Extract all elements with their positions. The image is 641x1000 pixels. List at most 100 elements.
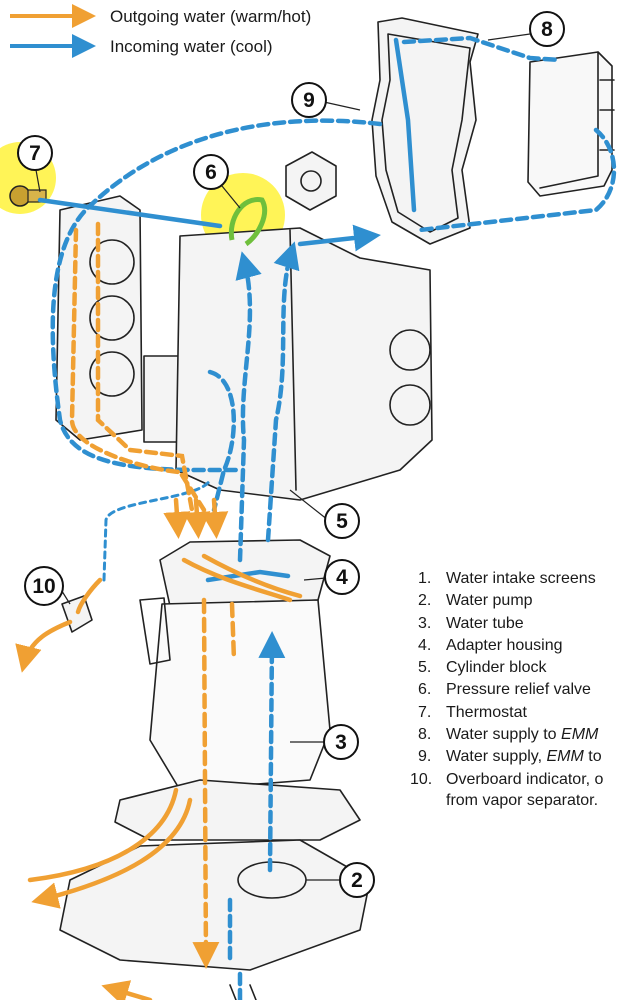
legend-outgoing-label: Outgoing water (warm/hot) [110, 7, 311, 26]
part-text-after: to [583, 748, 602, 766]
leader-7 [35, 169, 41, 193]
part-item-2: 2. Water pump [410, 590, 641, 612]
callout-9-label: 9 [303, 89, 315, 112]
callout-9: 9 [291, 82, 327, 118]
part-text-emphasis: EMM [561, 726, 599, 744]
outgoing-adapter-1 [181, 557, 293, 603]
outgoing-head-left [95, 221, 195, 513]
part-text-emphasis: EMM [546, 748, 584, 766]
midsection [149, 599, 331, 791]
part-text-main: Water supply to [446, 726, 562, 744]
part-item-5: 5. Cylinder block [410, 657, 641, 679]
part-number: 2. [418, 592, 432, 610]
part-number: 10. [410, 770, 433, 788]
block-port-upper [389, 329, 431, 371]
leader-6 [221, 185, 241, 209]
legend-incoming-label: Incoming water (cool) [110, 37, 273, 56]
part-item-1: 1. Water intake screens [410, 568, 641, 590]
callout-8-label: 8 [541, 18, 553, 41]
incoming-water-tube [258, 631, 286, 873]
cylinder-bore-3 [89, 351, 135, 397]
part-text: Water intake screens [446, 570, 596, 587]
incoming-emm-cover [393, 37, 417, 213]
engine-illustration [55, 17, 615, 1000]
leader-8 [487, 33, 531, 41]
outgoing-drop-1 [163, 497, 191, 539]
callout-4: 4 [324, 559, 360, 595]
midsection-bracket [139, 597, 171, 665]
callout-6: 6 [193, 154, 229, 190]
part-item-8: 8.Water supply to EMM [410, 724, 641, 746]
outgoing-midsection-center [192, 597, 220, 969]
part-number: 7. [418, 703, 432, 721]
parts-list: 1.Water intake screens 2.Water pump 3.Wa… [410, 568, 641, 811]
outgoing-drop-3 [201, 497, 229, 539]
incoming-coil-line [207, 369, 237, 513]
outgoing-exhaust-1 [31, 797, 193, 909]
part-item-3: 3.Water tube [410, 613, 641, 635]
part-number: 4. [418, 636, 432, 654]
callout-5-label: 5 [336, 510, 348, 533]
leader-4 [303, 577, 327, 581]
part-number: 1. [418, 570, 432, 587]
outgoing-overboard-stream [15, 619, 73, 673]
callouts: 7 6 8 9 5 4 3 2 10 [17, 11, 565, 898]
part-item-10: 10. Overboard indicator, o [410, 769, 641, 791]
legend-outgoing: Outgoing water (warm/hot) [10, 4, 311, 28]
callout-10-label: 10 [32, 575, 55, 598]
emm-module-edge [539, 51, 599, 189]
callout-8: 8 [529, 11, 565, 47]
part-text: Water supply, EMM to [446, 746, 602, 768]
emm-module [527, 51, 613, 197]
callout-4-label: 4 [336, 566, 348, 589]
incoming-to-emm-cover [297, 224, 381, 252]
part-text: Water supply to EMM [446, 724, 598, 746]
outgoing-exhaust-2 [27, 787, 179, 883]
block-port-lower [389, 384, 431, 426]
leader-5 [289, 489, 329, 521]
callout-3: 3 [323, 724, 359, 760]
outgoing-bottom [101, 980, 153, 1000]
incoming-block-right [265, 241, 300, 543]
callout-7-label: 7 [29, 142, 41, 165]
incoming-emm-return [417, 127, 617, 233]
part-text: Pressure relief valve [446, 681, 591, 699]
incoming-to-emm-module [401, 35, 563, 63]
legend-incoming: Incoming water (cool) [10, 34, 273, 58]
outgoing-water-paths [15, 221, 303, 1000]
incoming-block-left [235, 251, 262, 563]
part-text: Water pump [446, 592, 533, 610]
part-number: 3. [418, 614, 432, 632]
gearcase [59, 839, 371, 971]
callout-6-label: 6 [205, 161, 217, 184]
part-number: 9. [418, 748, 432, 766]
callout-2-label: 2 [351, 869, 363, 892]
emm-cover-inner [381, 33, 471, 233]
callout-leaders [35, 33, 531, 881]
part-number: 5. [418, 659, 432, 677]
callout-7: 7 [17, 135, 53, 171]
leader-9 [323, 101, 361, 111]
part-text-main: Water supply, [446, 748, 547, 766]
cylinder-bore-1 [89, 239, 135, 285]
part-text: Cylinder block [446, 659, 547, 677]
outgoing-midsection-short [229, 601, 237, 663]
parts-list-items: 1.Water intake screens 2.Water pump 3.Wa… [410, 568, 641, 791]
fitting-port [300, 170, 322, 192]
part-text: Overboard indicator, o [446, 770, 604, 788]
part-number: 6. [418, 681, 432, 699]
emm-cover [371, 17, 479, 245]
callout-3-label: 3 [335, 731, 347, 754]
relief-valve-hose [228, 197, 268, 247]
part-item-10-continuation: from vapor separator. [446, 791, 599, 809]
fitting-plate [285, 151, 337, 211]
incoming-water-paths [37, 35, 617, 1000]
outgoing-adapter-2 [201, 553, 303, 599]
part-text: Thermostat [446, 703, 527, 721]
outgoing-overboard-link [75, 577, 103, 615]
cylinder-bore-2 [89, 295, 135, 341]
cylinder-block [175, 227, 433, 501]
outgoing-drop-2 [183, 497, 211, 539]
part-item-6: 6. Pressure relief valve [410, 679, 641, 701]
